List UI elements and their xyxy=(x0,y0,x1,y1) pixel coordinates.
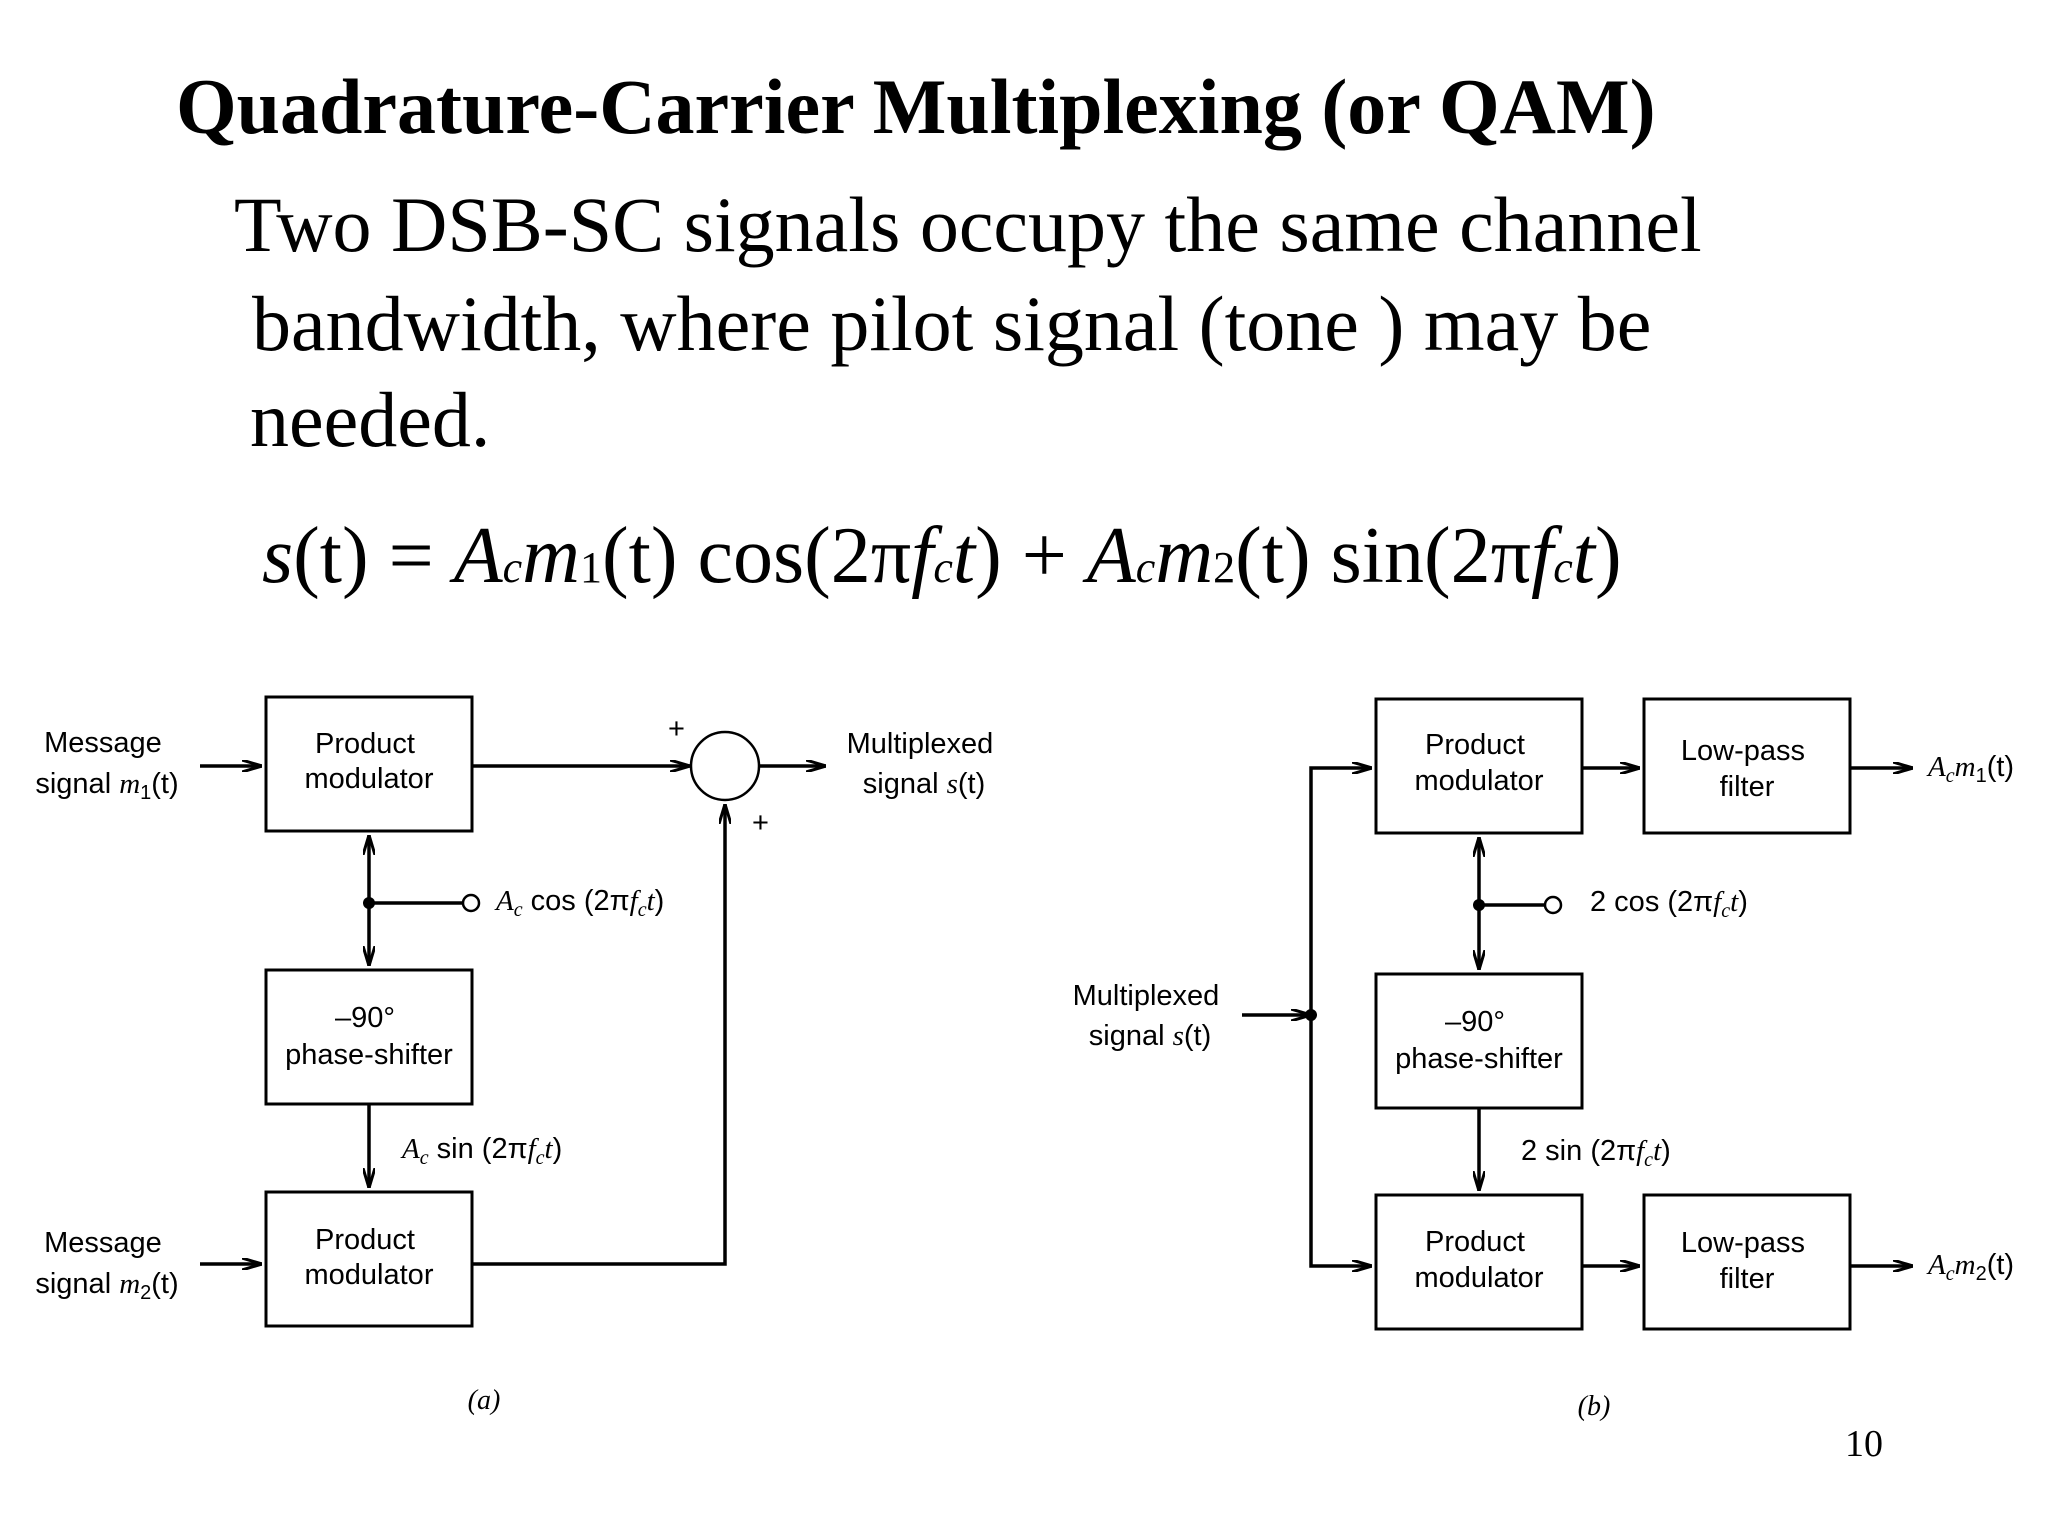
product-modulator-bottom-a xyxy=(264,1190,474,1328)
input-label-b: Multiplexed signal s(t) xyxy=(1073,980,1228,1052)
phase-shifter-a-line1: –90° xyxy=(335,1002,395,1034)
modulator-top-a-line1: Product xyxy=(315,728,415,760)
modulator-top-b-line2: modulator xyxy=(1415,765,1544,797)
caption-b: (b) xyxy=(1578,1391,1611,1422)
modulator-bottom-b-line1: Product xyxy=(1425,1226,1525,1258)
lowpass-bottom-line1: Low-pass xyxy=(1681,1227,1805,1259)
svg-text:Product modulator: Product modulator xyxy=(305,728,434,795)
svg-text:Product modulator: Product modulator xyxy=(305,1224,434,1291)
bottom-modulator-to-sum-arrow xyxy=(472,804,725,1266)
phase-shifter-b-line1: –90° xyxy=(1445,1006,1505,1038)
phase-shifter-a-line2: phase-shifter xyxy=(285,1039,453,1071)
caption-a: (a) xyxy=(468,1385,501,1416)
phase-shifter-b-line2: phase-shifter xyxy=(1395,1043,1563,1075)
carrier-sin-label-a: Ac sin (2πfct) xyxy=(400,1133,562,1169)
product-modulator-top-b xyxy=(1374,697,1584,835)
output-label-a: Multiplexed signal s(t) xyxy=(847,728,1002,800)
lowpass-filter-top xyxy=(1642,697,1852,835)
modulator-bottom-b-line2: modulator xyxy=(1415,1262,1544,1294)
lowpass-top-line1: Low-pass xyxy=(1681,735,1805,767)
svg-text:Product modulator: Product modulator xyxy=(1415,1226,1544,1294)
lowpass-bottom-line2: filter xyxy=(1720,1263,1775,1295)
carrier-sin-label-b: 2 sin (2πfct) xyxy=(1521,1135,1671,1171)
svg-text:–90° phase-shifter: –90° phase-shifter xyxy=(285,1002,453,1071)
carrier-terminal-b xyxy=(1543,895,1563,915)
svg-text:Low-pass filter: Low-pass filter xyxy=(1681,1227,1813,1295)
modulator-top-b-line1: Product xyxy=(1425,729,1525,761)
lowpass-top-line2: filter xyxy=(1720,771,1775,803)
svg-text:–90° phase-shifter: –90° phase-shifter xyxy=(1395,1006,1563,1075)
carrier-terminal-a xyxy=(461,893,481,913)
input2-label: Message signal m2(t) xyxy=(35,1227,178,1304)
input1-label: Message signal m1(t) xyxy=(35,727,178,804)
diagram-a-transmitter: Message signal m1(t) Product modulator +… xyxy=(35,695,1002,1416)
split-to-bottom-modulator-arrow xyxy=(1309,1015,1372,1266)
body-line-2: bandwidth, where pilot signal (tone ) ma… xyxy=(252,280,1652,367)
slide-title: Quadrature-Carrier Multiplexing (or QAM) xyxy=(176,63,1656,150)
carrier-cos-label-b: 2 cos (2πfct) xyxy=(1590,886,1748,922)
carrier-cos-label-a: Ac cos (2πfct) xyxy=(494,885,664,921)
phase-shifter-a xyxy=(264,968,474,1106)
diagram-b-receiver: Multiplexed signal s(t) Product modulato… xyxy=(1073,697,2014,1422)
body-line-3: needed. xyxy=(250,376,491,463)
lowpass-filter-bottom xyxy=(1642,1193,1852,1331)
modulator-bottom-a-line2: modulator xyxy=(305,1259,434,1291)
svg-text:Product modulator: Product modulator xyxy=(1415,729,1544,797)
summing-junction xyxy=(689,730,761,802)
product-modulator-top-a xyxy=(264,695,474,833)
split-to-top-modulator-arrow xyxy=(1309,768,1372,1015)
svg-text:Low-pass filter: Low-pass filter xyxy=(1681,735,1813,803)
output2-label-b: Acm2(t) xyxy=(1926,1249,2014,1285)
sum-plus-top: + xyxy=(668,713,685,745)
modulator-top-a-line2: modulator xyxy=(305,763,434,795)
body-line-1: Two DSB-SC signals occupy the same chann… xyxy=(234,181,1702,268)
output1-label-b: Acm1(t) xyxy=(1926,751,2014,787)
modulator-bottom-a-line1: Product xyxy=(315,1224,415,1256)
page-number: 10 xyxy=(1845,1423,1883,1465)
phase-shifter-b xyxy=(1374,972,1584,1110)
sum-plus-bottom: + xyxy=(752,807,769,839)
qam-equation: s(t) = Acm1(t) cos(2πfct) + Acm2(t) sin(… xyxy=(262,512,1622,600)
product-modulator-bottom-b xyxy=(1374,1193,1584,1331)
